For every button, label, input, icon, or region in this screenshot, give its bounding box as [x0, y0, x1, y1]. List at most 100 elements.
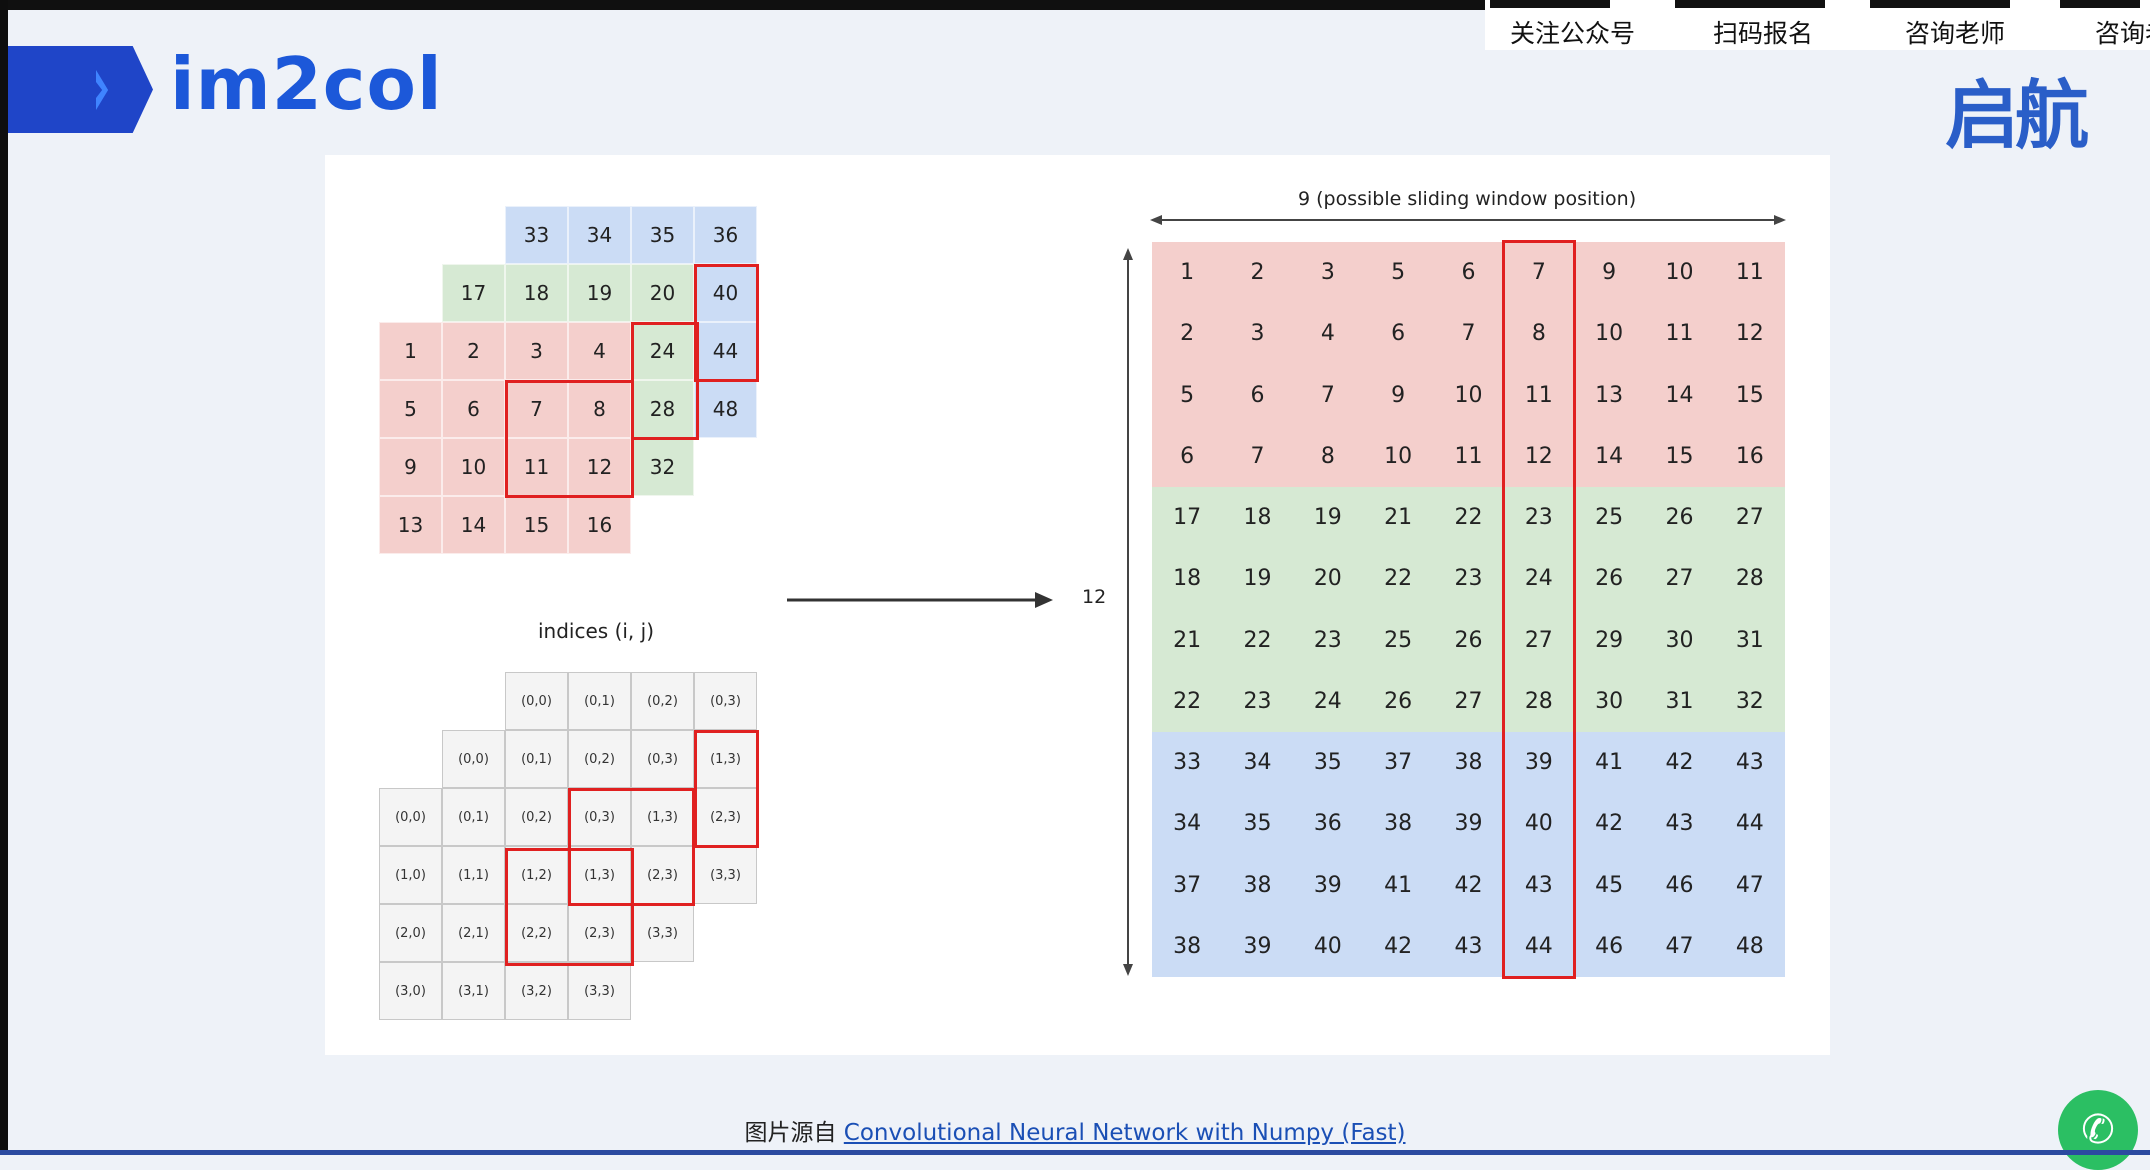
matrix-cell: 16: [1714, 425, 1785, 487]
matrix-cell: 42: [1574, 793, 1645, 855]
matrix-cell: 17: [1152, 487, 1223, 549]
matrix-cell: 27: [1503, 609, 1574, 671]
matrix-cell: 18: [1222, 487, 1293, 549]
input-cell-red: 2: [442, 322, 505, 380]
qr-label-follow[interactable]: 关注公众号: [1510, 19, 1636, 48]
qr-code-icon: [2060, 0, 2140, 8]
matrix-cell: 34: [1152, 793, 1223, 855]
matrix-cell: 6: [1363, 303, 1434, 365]
matrix-cell: 8: [1292, 425, 1363, 487]
matrix-cell: 20: [1292, 548, 1363, 610]
matrix-cell: 22: [1363, 548, 1434, 610]
index-cell: (0,3): [631, 730, 694, 788]
matrix-cell: 12: [1503, 425, 1574, 487]
matrix-cell: 26: [1644, 487, 1715, 549]
matrix-cell: 11: [1644, 303, 1715, 365]
source-link[interactable]: Convolutional Neural Network with Numpy …: [843, 1120, 1406, 1146]
matrix-cell: 22: [1433, 487, 1504, 549]
input-cell-red: 4: [568, 322, 631, 380]
input-cell-blue: 34: [568, 206, 631, 264]
index-cell: (3,0): [379, 962, 442, 1020]
matrix-height-label: 12: [1082, 586, 1107, 608]
matrix-cell: 11: [1714, 242, 1785, 304]
index-cell: (3,3): [568, 962, 631, 1020]
matrix-cell: 10: [1644, 242, 1715, 304]
matrix-cell: 39: [1222, 915, 1293, 977]
matrix-cell: 35: [1222, 793, 1293, 855]
matrix-cell: 31: [1644, 670, 1715, 732]
qr-label-consult-2[interactable]: 咨询老: [2095, 19, 2150, 48]
width-dimension-arrow: [1150, 215, 1786, 225]
matrix-cell: 18: [1152, 548, 1223, 610]
index-cell: (3,2): [505, 962, 568, 1020]
matrix-cell: 47: [1714, 854, 1785, 916]
input-cell-red: 11: [505, 438, 568, 496]
input-cell-red: 16: [568, 496, 631, 554]
input-cell-red: 9: [379, 438, 442, 496]
matrix-cell: 25: [1574, 487, 1645, 549]
matrix-cell: 2: [1152, 303, 1223, 365]
matrix-cell: 27: [1644, 548, 1715, 610]
input-cell-red: 5: [379, 380, 442, 438]
matrix-cell: 39: [1433, 793, 1504, 855]
matrix-cell: 7: [1222, 425, 1293, 487]
matrix-cell: 22: [1222, 609, 1293, 671]
matrix-width-label: 9 (possible sliding window position): [1298, 188, 1637, 210]
matrix-cell: 25: [1363, 609, 1434, 671]
matrix-cell: 30: [1574, 670, 1645, 732]
qr-label-signup[interactable]: 扫码报名: [1713, 19, 1814, 48]
matrix-cell: 11: [1503, 364, 1574, 426]
matrix-cell: 7: [1433, 303, 1504, 365]
matrix-cell: 41: [1574, 732, 1645, 794]
input-cell-red: 7: [505, 380, 568, 438]
matrix-cell: 24: [1503, 548, 1574, 610]
matrix-cell: 32: [1714, 670, 1785, 732]
matrix-cell: 13: [1574, 364, 1645, 426]
matrix-cell: 47: [1644, 915, 1715, 977]
matrix-cell: 28: [1503, 670, 1574, 732]
sliding-window-highlight: [694, 264, 759, 382]
input-cell-green: 18: [505, 264, 568, 322]
index-cell: (0,1): [568, 672, 631, 730]
matrix-cell: 35: [1292, 732, 1363, 794]
matrix-cell: 8: [1503, 303, 1574, 365]
input-cell-red: 1: [379, 322, 442, 380]
matrix-cell: 14: [1644, 364, 1715, 426]
input-cell-green: 17: [442, 264, 505, 322]
index-cell: (0,0): [505, 672, 568, 730]
matrix-cell: 42: [1433, 854, 1504, 916]
matrix-cell: 15: [1644, 425, 1715, 487]
phone-call-button[interactable]: ✆: [2058, 1090, 2138, 1170]
input-cell-red: 3: [505, 322, 568, 380]
matrix-cell: 7: [1503, 242, 1574, 304]
matrix-cell: 41: [1363, 854, 1434, 916]
input-cell-blue: 35: [631, 206, 694, 264]
matrix-cell: 45: [1574, 854, 1645, 916]
matrix-cell: 37: [1363, 732, 1434, 794]
input-cell-red: 6: [442, 380, 505, 438]
index-cell: (1,0): [379, 846, 442, 904]
matrix-cell: 37: [1152, 854, 1223, 916]
slide-title: im2col: [170, 42, 443, 126]
matrix-cell: 10: [1363, 425, 1434, 487]
matrix-cell: 30: [1644, 609, 1715, 671]
index-cell: (0,3): [568, 788, 631, 846]
qr-code-icon: [1870, 0, 2010, 8]
matrix-cell: 5: [1152, 364, 1223, 426]
input-cell-red: 14: [442, 496, 505, 554]
matrix-cell: 22: [1152, 670, 1223, 732]
index-window-highlight: [505, 848, 634, 966]
index-cell: (0,2): [631, 672, 694, 730]
matrix-cell: 10: [1433, 364, 1504, 426]
sliding-window-highlight: [505, 380, 634, 498]
qr-code-strip: 关注公众号 扫码报名 咨询老师 咨询老: [1485, 0, 2150, 50]
matrix-cell: 9: [1574, 242, 1645, 304]
matrix-cell: 42: [1363, 915, 1434, 977]
index-cell: (1,2): [505, 846, 568, 904]
matrix-cell: 19: [1292, 487, 1363, 549]
qr-label-consult[interactable]: 咨询老师: [1905, 19, 2006, 48]
caption-prefix: 图片源自: [744, 1120, 837, 1146]
input-cell-red: 10: [442, 438, 505, 496]
input-cell-blue: 48: [694, 380, 757, 438]
index-cell: (2,3): [568, 904, 631, 962]
